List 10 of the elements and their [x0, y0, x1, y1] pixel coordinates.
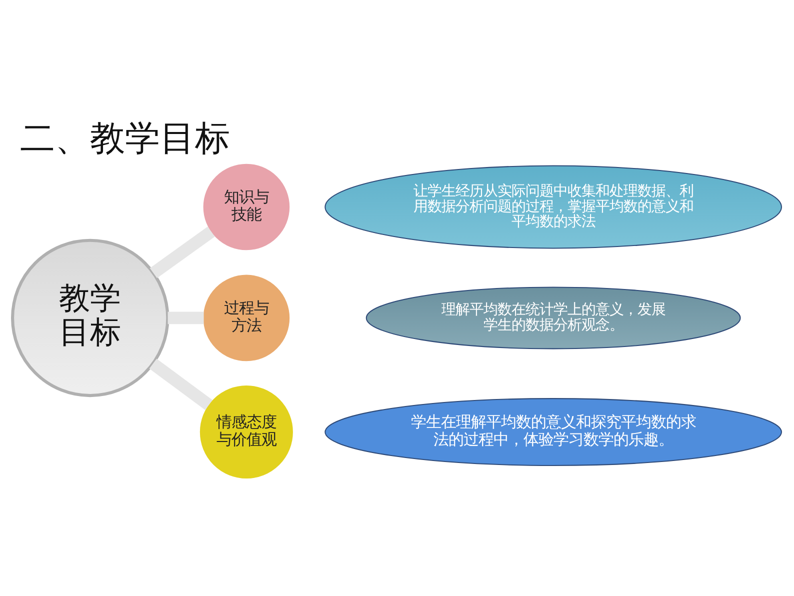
- node-ellipse: 让学生经历从实际问题中收集和处理数据、利用数据分析问题的过程，掌握平均数的意义和平均数的求法: [324, 165, 782, 249]
- node-ellipse: 理解平均数在统计学上的意义，发展学生的数据分析观念。: [366, 286, 741, 350]
- connector: [149, 358, 212, 410]
- connector: [150, 226, 215, 278]
- diagram-title: 二、教学目标: [20, 119, 230, 160]
- node-circle: 情感态度与价值观: [200, 386, 293, 479]
- node-circle: 教学目标: [10, 238, 170, 398]
- node-circle: 知识与技能: [203, 164, 290, 250]
- node-circle: 过程与方法: [203, 274, 290, 362]
- node-ellipse: 学生在理解平均数的意义和探究平均数的求法的过程中，体验学习数学的乐趣。: [324, 398, 782, 466]
